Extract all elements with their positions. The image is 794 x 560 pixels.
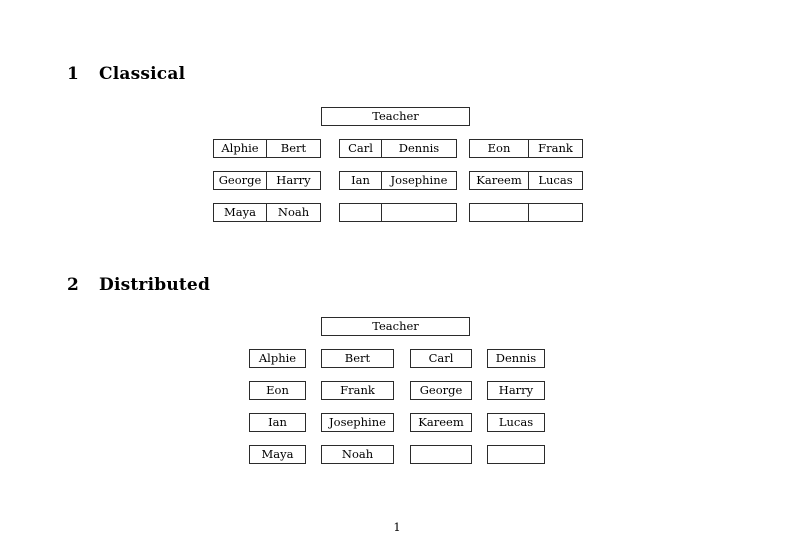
teacher-box-classical: Teacher: [321, 107, 470, 126]
table-cell: Bert: [266, 140, 320, 157]
student-box: Bert: [321, 349, 394, 368]
student-box: Lucas: [487, 413, 545, 432]
table-cell: Alphie: [221, 141, 259, 155]
section-number-1: 1: [67, 64, 80, 84]
table-cell: Lucas: [528, 172, 582, 189]
table-cell: Maya: [224, 205, 256, 219]
group-row: Maya Noah: [213, 203, 321, 222]
student-box: Frank: [321, 381, 394, 400]
student-box: Noah: [321, 445, 394, 464]
student-box: Alphie: [249, 349, 306, 368]
table-cell-empty: [528, 204, 582, 221]
group-row: George Harry: [213, 171, 321, 190]
table-cell: Dennis: [381, 140, 456, 157]
table-cell: Frank: [528, 140, 582, 157]
section-number-2: 2: [67, 275, 80, 295]
group-row: Alphie Bert: [213, 139, 321, 158]
section-heading-classical: 1 Classical: [67, 64, 185, 84]
table-cell: Noah: [266, 204, 320, 221]
section-title-1: Classical: [99, 64, 186, 84]
section-heading-distributed: 2 Distributed: [67, 275, 210, 295]
student-box: Kareem: [410, 413, 472, 432]
group-row: [469, 203, 583, 222]
section-title-2: Distributed: [99, 275, 211, 295]
table-cell: Carl: [348, 141, 373, 155]
table-cell: Eon: [487, 141, 511, 155]
table-cell-empty: [470, 204, 528, 221]
group-row: Eon Frank: [469, 139, 583, 158]
student-box: Dennis: [487, 349, 545, 368]
group-row: [339, 203, 457, 222]
table-cell-empty: [381, 204, 456, 221]
student-box-empty: [487, 445, 545, 464]
group-row: Kareem Lucas: [469, 171, 583, 190]
table-cell-empty: [340, 204, 381, 221]
student-box: Eon: [249, 381, 306, 400]
teacher-box-distributed: Teacher: [321, 317, 470, 336]
table-cell: Ian: [351, 173, 370, 187]
student-box-empty: [410, 445, 472, 464]
page-number: 1: [393, 520, 401, 534]
group-row: Ian Josephine: [339, 171, 457, 190]
student-box: George: [410, 381, 472, 400]
student-box: Harry: [487, 381, 545, 400]
group-row: Carl Dennis: [339, 139, 457, 158]
table-cell: Josephine: [381, 172, 456, 189]
table-cell: Kareem: [476, 173, 522, 187]
student-box: Carl: [410, 349, 472, 368]
table-cell: George: [218, 173, 262, 187]
student-box: Maya: [249, 445, 306, 464]
table-cell: Harry: [266, 172, 320, 189]
student-box: Ian: [249, 413, 306, 432]
student-box: Josephine: [321, 413, 394, 432]
